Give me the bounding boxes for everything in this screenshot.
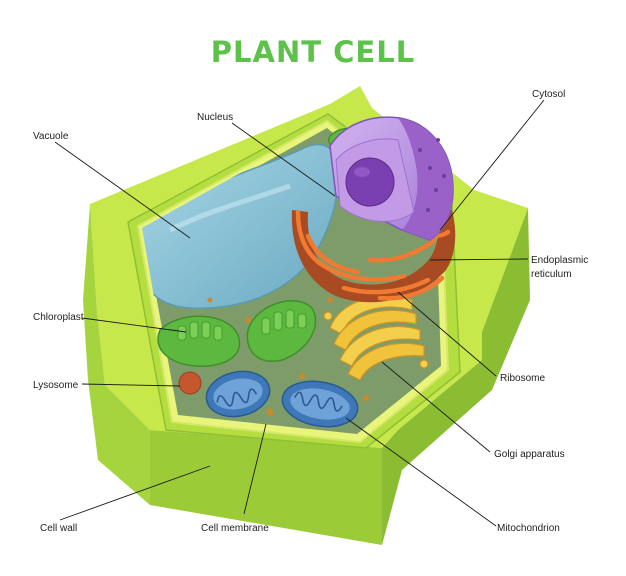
mitochondrion [205, 370, 271, 418]
leader-cell-membrane [243, 423, 267, 515]
lysosome [178, 371, 202, 395]
label-golgi-apparatus: Golgi apparatus [494, 449, 565, 460]
label-ribosome: Ribosome [500, 373, 545, 384]
chloroplast-2 [246, 300, 317, 362]
leader-mitochondrion [345, 417, 497, 527]
leader-endoplasmic-reticulum [429, 258, 529, 261]
label-chloroplast: Chloroplast [33, 312, 84, 323]
leader-cell-wall [59, 465, 211, 521]
cell-wall-front-face [150, 430, 382, 545]
label-cell-wall: Cell wall [40, 523, 77, 534]
chloroplast [157, 315, 241, 367]
leader-ribosome [397, 291, 497, 377]
label-lysosome: Lysosome [33, 380, 79, 391]
cell-wall-left-face [83, 204, 150, 505]
leader-golgi-apparatus [381, 361, 491, 453]
leader-cytosol [439, 99, 545, 231]
leader-lines [54, 99, 545, 527]
leader-nucleus [231, 122, 336, 197]
leader-chloroplast [81, 317, 187, 333]
nucleus [329, 116, 454, 241]
nuclear-pores [418, 138, 446, 212]
nucleus-right-shell [398, 118, 454, 240]
label-cytosol: Cytosol [532, 89, 565, 100]
label-mitochondrion: Mitochondrion [497, 523, 560, 534]
label-nucleus: Nucleus [197, 112, 233, 123]
nucleolus [345, 157, 395, 207]
vacuole-highlight [168, 183, 291, 233]
diagram-title: PLANT CELL [211, 35, 415, 69]
mitochondrion-2 [281, 380, 359, 428]
label-cell-membrane: Cell membrane [201, 523, 269, 534]
label-vacuole: Vacuole [33, 131, 69, 142]
golgi-apparatus [323, 295, 429, 381]
leader-vacuole [54, 141, 191, 239]
ribosomes [207, 297, 369, 416]
label-endoplasmic-reticulum-line2: reticulum [531, 269, 572, 280]
leader-lysosome [81, 383, 181, 387]
label-endoplasmic-reticulum-line1: Endoplasmic [531, 255, 588, 266]
labels: Vacuole Nucleus Cytosol Endoplasmic reti… [33, 89, 588, 534]
